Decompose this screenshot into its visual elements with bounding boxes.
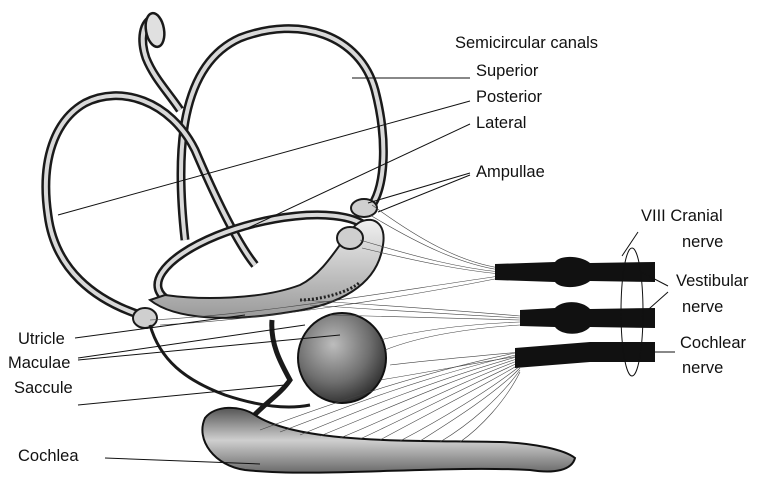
endolymphatic-duct: [143, 12, 180, 110]
leader-viii-cranial: [622, 232, 638, 256]
label-viii-cranial: VIII Cranial: [641, 207, 723, 225]
leader-ampulla-2: [378, 175, 470, 212]
leader-posterior: [58, 101, 470, 215]
vestibular-nerve-lower: [520, 302, 655, 334]
label-maculae: Maculae: [8, 354, 70, 372]
label-ampullae: Ampullae: [476, 163, 545, 181]
label-cranial-nerve: nerve: [682, 233, 723, 251]
ampulla-posterior: [133, 308, 157, 328]
label-posterior: Posterior: [476, 88, 543, 106]
cochlea: [202, 408, 575, 473]
utriculosaccular-duct: [150, 325, 310, 407]
label-cochlear: Cochlear: [680, 334, 747, 352]
vestibular-nerve-upper: [495, 257, 655, 287]
saccule: [298, 313, 386, 403]
label-superior: Superior: [476, 62, 539, 80]
label-semicircular-canals: Semicircular canals: [455, 34, 598, 52]
label-utricle: Utricle: [18, 330, 65, 348]
cochlear-nerve-trunk: [515, 342, 655, 368]
label-cochlear-nerve: nerve: [682, 359, 723, 377]
ampulla-lateral: [337, 227, 363, 249]
leader-utricle: [75, 315, 245, 338]
label-vestibular-nerve: nerve: [682, 298, 723, 316]
posterior-canal: [46, 96, 255, 315]
label-saccule: Saccule: [14, 379, 73, 397]
label-lateral: Lateral: [476, 114, 526, 132]
label-cochlea: Cochlea: [18, 447, 79, 465]
label-vestibular: Vestibular: [676, 272, 749, 290]
